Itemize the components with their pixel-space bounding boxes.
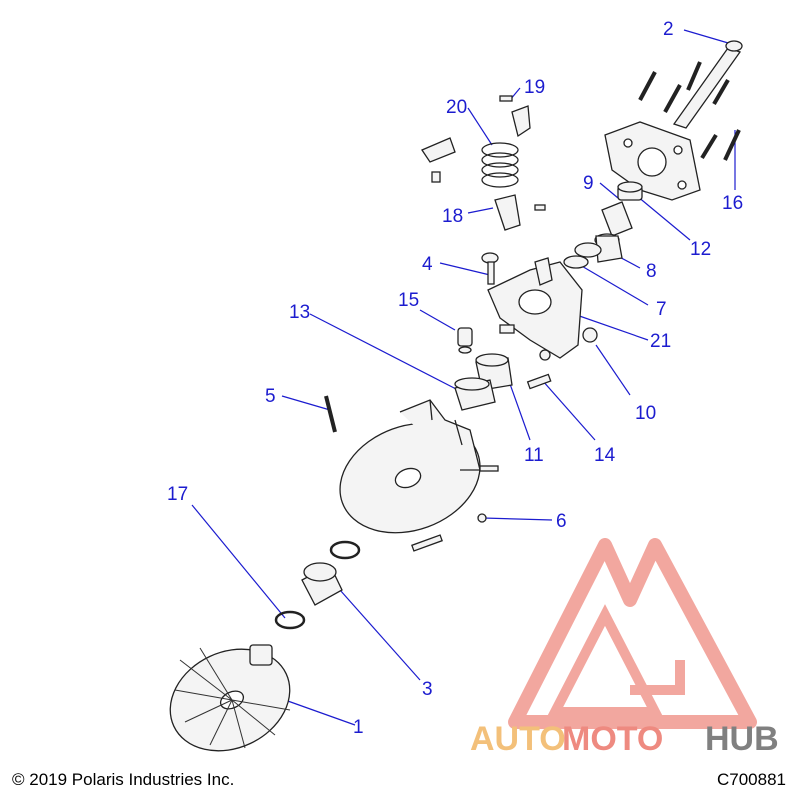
leader-21 [567,311,649,341]
part-washer-7 [563,255,589,269]
part-small-pin [431,171,441,183]
watermark-logo [508,538,757,729]
part-housing-21 [487,257,583,361]
watermark-moto: MOTO [562,720,663,758]
leader-5 [281,395,331,411]
leader-9 [599,182,619,199]
callout-18: 18 [442,206,463,227]
callout-9: 9 [583,173,594,194]
leader-lines [191,29,736,726]
part-pin-sheave [411,534,443,552]
leader-10 [595,344,631,396]
part-spring-15 [457,327,473,354]
part-bushing-12 [617,181,643,201]
part-roller-19 [511,105,531,138]
callout-8: 8 [646,261,657,282]
callout-4: 4 [422,254,433,275]
part-spider-bolts [638,61,741,161]
callout-16: 16 [722,193,743,214]
part-button-4 [481,252,499,285]
part-pin-19 [499,95,513,102]
leader-20 [467,107,493,146]
part-cam-arm-18 [494,194,521,231]
part-bracket [421,137,456,163]
part-bushing-3 [301,562,343,606]
part-pin-18 [534,204,546,211]
part-roller-10 [582,327,598,343]
leader-18 [467,207,494,214]
leader-13 [309,313,459,391]
callout-14: 14 [594,445,616,466]
part-spider [604,121,701,201]
document-id: C700881 [716,770,786,789]
leader-4 [439,262,491,276]
callout-7: 7 [656,299,667,320]
watermark-auto: AUTO [470,720,566,758]
copyright-text: © 2019 Polaris Industries Inc. [12,770,235,789]
parts [169,40,743,752]
part-sleeve-9 [594,201,633,263]
leader-6 [482,517,553,521]
callout-17: 17 [167,484,188,505]
callout-2: 2 [663,19,674,40]
part-bushing-13 [454,377,496,411]
leader-15 [419,309,456,331]
part-nut-6 [477,513,487,523]
part-ring-upper [329,540,361,560]
callout-3: 3 [422,679,433,700]
callout-13: 13 [289,302,310,323]
part-spring-20 [481,142,519,188]
part-pin-14 [526,373,552,390]
leader-1 [284,699,356,726]
watermark-hub: HUB [705,720,779,758]
callout-15: 15 [398,290,419,311]
leader-3 [339,589,421,681]
part-pin-5 [324,395,337,433]
leader-12 [636,195,691,241]
watermark-text: AUTO MOTO HUB [470,720,779,758]
callout-6: 6 [556,511,567,532]
leader-2 [683,29,736,46]
callout-21: 21 [650,331,671,352]
callout-labels: 1 2 3 4 5 6 7 8 9 10 11 12 13 14 15 16 1… [167,19,743,738]
part-washer-8 [574,242,602,258]
part-moveable-sheave [339,399,499,534]
callout-19: 19 [524,77,545,98]
part-long-bolt [672,40,743,129]
part-fixed-sheave [169,644,291,752]
part-ring-17 [274,610,306,630]
leader-14 [541,379,596,441]
callout-11: 11 [524,445,544,466]
callout-20: 20 [446,97,467,118]
callout-12: 12 [690,239,711,260]
leader-7 [579,264,649,306]
callout-1: 1 [353,717,364,738]
leader-17 [191,504,286,619]
callout-5: 5 [265,386,276,407]
callout-10: 10 [635,403,656,424]
